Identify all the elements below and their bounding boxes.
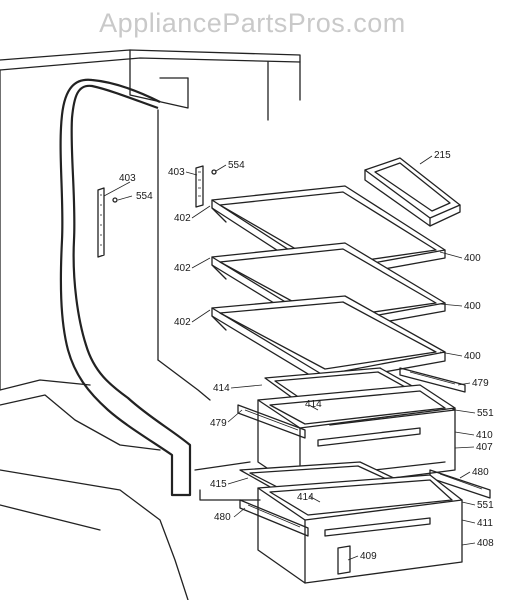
callout-480-left: 480 bbox=[214, 512, 231, 523]
leader-lines bbox=[103, 155, 476, 561]
callout-402-bottom: 402 bbox=[174, 317, 191, 328]
callout-400-top: 400 bbox=[464, 253, 481, 264]
callout-554-right: 554 bbox=[228, 160, 245, 171]
shelf-support-right bbox=[195, 165, 217, 208]
shelf-1 bbox=[211, 185, 446, 281]
callout-414-cover-upper: 414 bbox=[213, 383, 230, 394]
callout-551-upper: 551 bbox=[477, 408, 494, 419]
callout-215: 215 bbox=[434, 150, 451, 161]
callout-480-right: 480 bbox=[472, 467, 489, 478]
door-gasket bbox=[59, 78, 192, 497]
callout-403-right: 403 bbox=[168, 167, 185, 178]
callout-402-middle: 402 bbox=[174, 263, 191, 274]
callout-479-right: 479 bbox=[472, 378, 489, 389]
callout-400-bottom: 400 bbox=[464, 351, 481, 362]
callout-414-lower: 414 bbox=[297, 492, 314, 503]
callout-400-middle: 400 bbox=[464, 301, 481, 312]
callout-409: 409 bbox=[360, 551, 377, 562]
callout-402-top: 402 bbox=[174, 213, 191, 224]
bin-215 bbox=[364, 157, 461, 227]
callout-411: 411 bbox=[477, 518, 493, 529]
callout-551-lower: 551 bbox=[477, 500, 494, 511]
callout-407: 407 bbox=[476, 442, 493, 453]
slide-rail-upper-right bbox=[399, 367, 466, 393]
crisper-drawer-upper bbox=[257, 384, 456, 491]
crisper-drawer-lower bbox=[257, 474, 463, 584]
slide-rail-upper-left bbox=[237, 404, 306, 439]
callout-415: 415 bbox=[210, 479, 227, 490]
callout-414-frame-upper: 414 bbox=[305, 399, 322, 410]
callout-403-left: 403 bbox=[119, 173, 136, 184]
shelf-support-left bbox=[97, 187, 118, 258]
callout-554-left: 554 bbox=[136, 191, 153, 202]
callout-408: 408 bbox=[477, 538, 494, 549]
callout-410: 410 bbox=[476, 430, 493, 441]
watermark: AppliancePartsPros.com bbox=[99, 8, 406, 38]
slide-rail-lower-left bbox=[239, 499, 309, 537]
callout-479-left: 479 bbox=[210, 418, 227, 429]
callout-labels: 215 403 554 403 554 402 402 402 400 400 … bbox=[119, 150, 494, 562]
